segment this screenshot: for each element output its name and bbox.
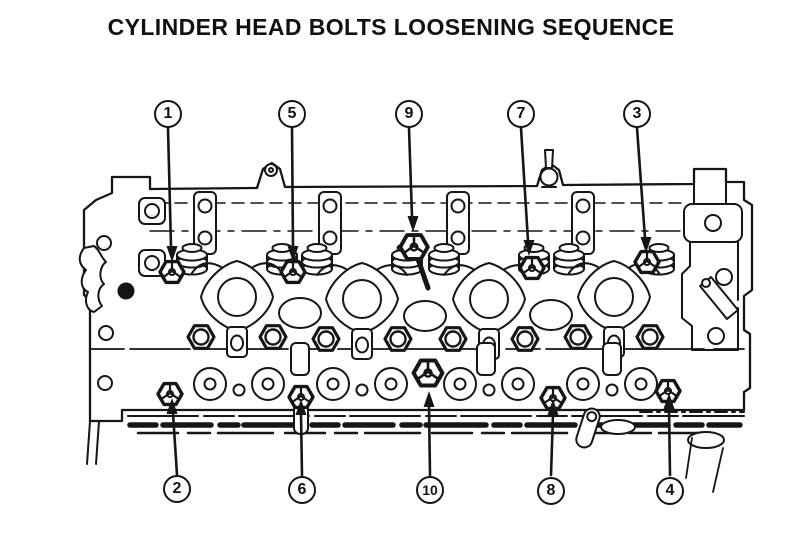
spark-tube-stud [264, 163, 278, 177]
callout-bolt-5: 5 [278, 100, 306, 128]
callout-bolt-10: 10 [416, 476, 444, 504]
head-opening [278, 297, 322, 329]
head-opening [403, 300, 447, 332]
head-bolt-2 [156, 381, 184, 407]
right-bracket [681, 181, 743, 351]
callout-bolt-8: 8 [537, 477, 565, 505]
leader-arrow-7 [519, 126, 535, 256]
leader-arrow-3 [635, 126, 652, 253]
leader-arrows [166, 126, 675, 477]
top-stud [539, 149, 559, 188]
callout-bolt-7: 7 [507, 100, 535, 128]
leader-arrow-6 [295, 399, 307, 477]
head-opening [529, 299, 573, 331]
head-bolt-5 [279, 259, 307, 285]
callout-bolt-3: 3 [623, 100, 651, 128]
leader-arrow-9 [407, 126, 419, 232]
leader-arrow-4 [663, 393, 675, 477]
leader-arrow-8 [547, 399, 559, 477]
callout-bolt-4: 4 [656, 477, 684, 505]
page-title: CYLINDER HEAD BOLTS LOOSENING SEQUENCE [107, 14, 675, 40]
callout-bolt-6: 6 [288, 476, 316, 504]
lower-brackets [290, 342, 622, 376]
head-bolt-3 [633, 249, 661, 275]
port-bosses [193, 367, 658, 401]
head-bolt-7 [518, 255, 546, 281]
leader-arrow-1 [166, 126, 178, 262]
left-casting [78, 197, 166, 391]
head-bolt-10 [414, 361, 443, 386]
callout-bolt-9: 9 [395, 100, 423, 128]
callout-bolt-2: 2 [163, 475, 191, 503]
rocker-cluster-2 [313, 263, 411, 359]
head-bolt-1 [158, 259, 186, 285]
callout-bolt-1: 1 [154, 100, 182, 128]
rocker-cluster-1 [188, 261, 286, 357]
leader-arrow-10 [423, 391, 435, 477]
head-bolt-9 [398, 233, 431, 291]
leader-arrow-2 [166, 398, 179, 477]
leader-arrow-5 [287, 126, 299, 262]
